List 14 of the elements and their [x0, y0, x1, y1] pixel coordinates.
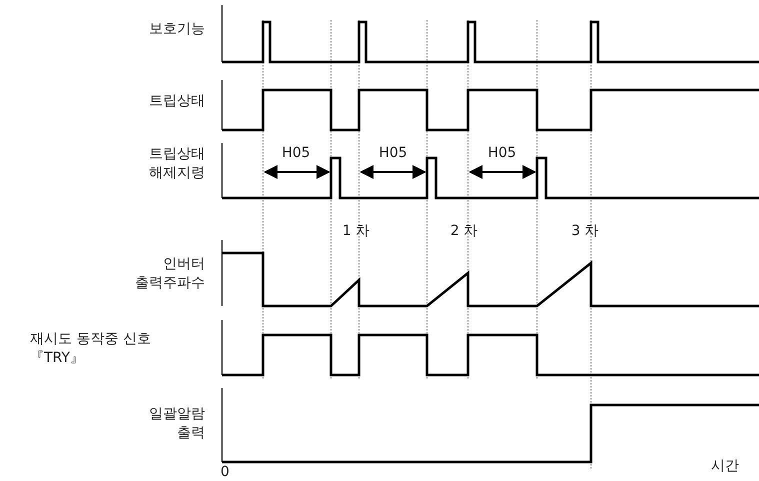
signal-label: 일괄알람 출력: [148, 405, 205, 443]
retry-count-label: 3 차: [570, 222, 600, 241]
retry-count-label: 1 차: [341, 222, 371, 241]
signal-label: 트립상태: [148, 92, 205, 111]
axis-title: 시간: [710, 457, 740, 476]
axis-origin-label: 0: [220, 463, 230, 481]
signal-label: 보호기능: [148, 20, 205, 39]
signal-label: 재시도 동작중 신호 『TRY』: [30, 330, 152, 368]
signal-label: 트립상태 해제지령: [148, 145, 205, 183]
dimension-label: H05: [280, 144, 312, 163]
signal-label: 인버터 출력주파수: [134, 255, 205, 293]
dimension-label: H05: [378, 144, 408, 163]
retry-count-label: 2 차: [449, 222, 479, 241]
dimension-label: H05: [486, 144, 518, 163]
